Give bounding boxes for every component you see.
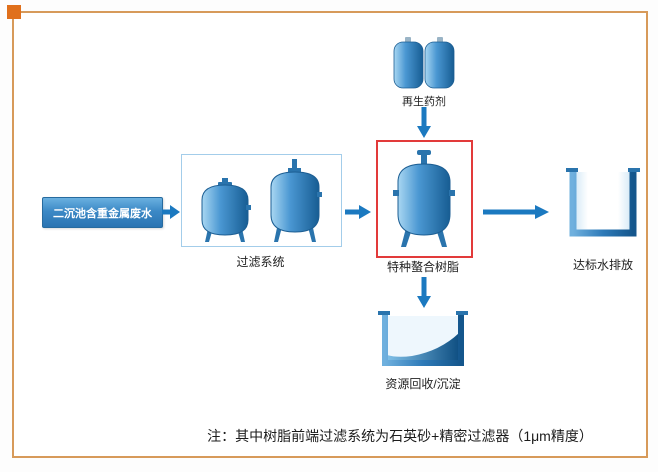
reagent-label: 再生药剂 bbox=[402, 96, 446, 108]
arrow-down-icon bbox=[417, 107, 431, 138]
discharge-tank-icon bbox=[566, 168, 640, 237]
arrow-right-icon bbox=[345, 205, 371, 219]
frame-corner-marker bbox=[7, 5, 21, 19]
source-label: 二沉池含重金属废水 bbox=[53, 207, 152, 220]
arrow-down-icon bbox=[417, 277, 431, 308]
resin-label: 特种螯合树脂 bbox=[386, 260, 459, 274]
filter-system-label: 过滤系统 bbox=[236, 255, 285, 269]
recovery-basin-icon bbox=[378, 311, 468, 366]
footnote: 注：其中树脂前端过滤系统为石英砂+精密过滤器（1μm精度） bbox=[207, 428, 593, 444]
filter-vessel-tall-icon bbox=[270, 159, 322, 242]
arrow-right-icon bbox=[162, 205, 180, 219]
arrow-right-icon bbox=[483, 205, 549, 219]
filter-vessel-small-icon bbox=[201, 178, 251, 242]
source-label-box: 二沉池含重金属废水 bbox=[42, 197, 163, 228]
resin-highlight-box bbox=[376, 140, 473, 258]
recovery-label: 资源回收/沉淀 bbox=[385, 377, 461, 391]
discharge-label: 达标水排放 bbox=[572, 258, 633, 272]
reagent-canisters-icon bbox=[393, 37, 455, 89]
resin-tank-icon bbox=[393, 150, 455, 247]
